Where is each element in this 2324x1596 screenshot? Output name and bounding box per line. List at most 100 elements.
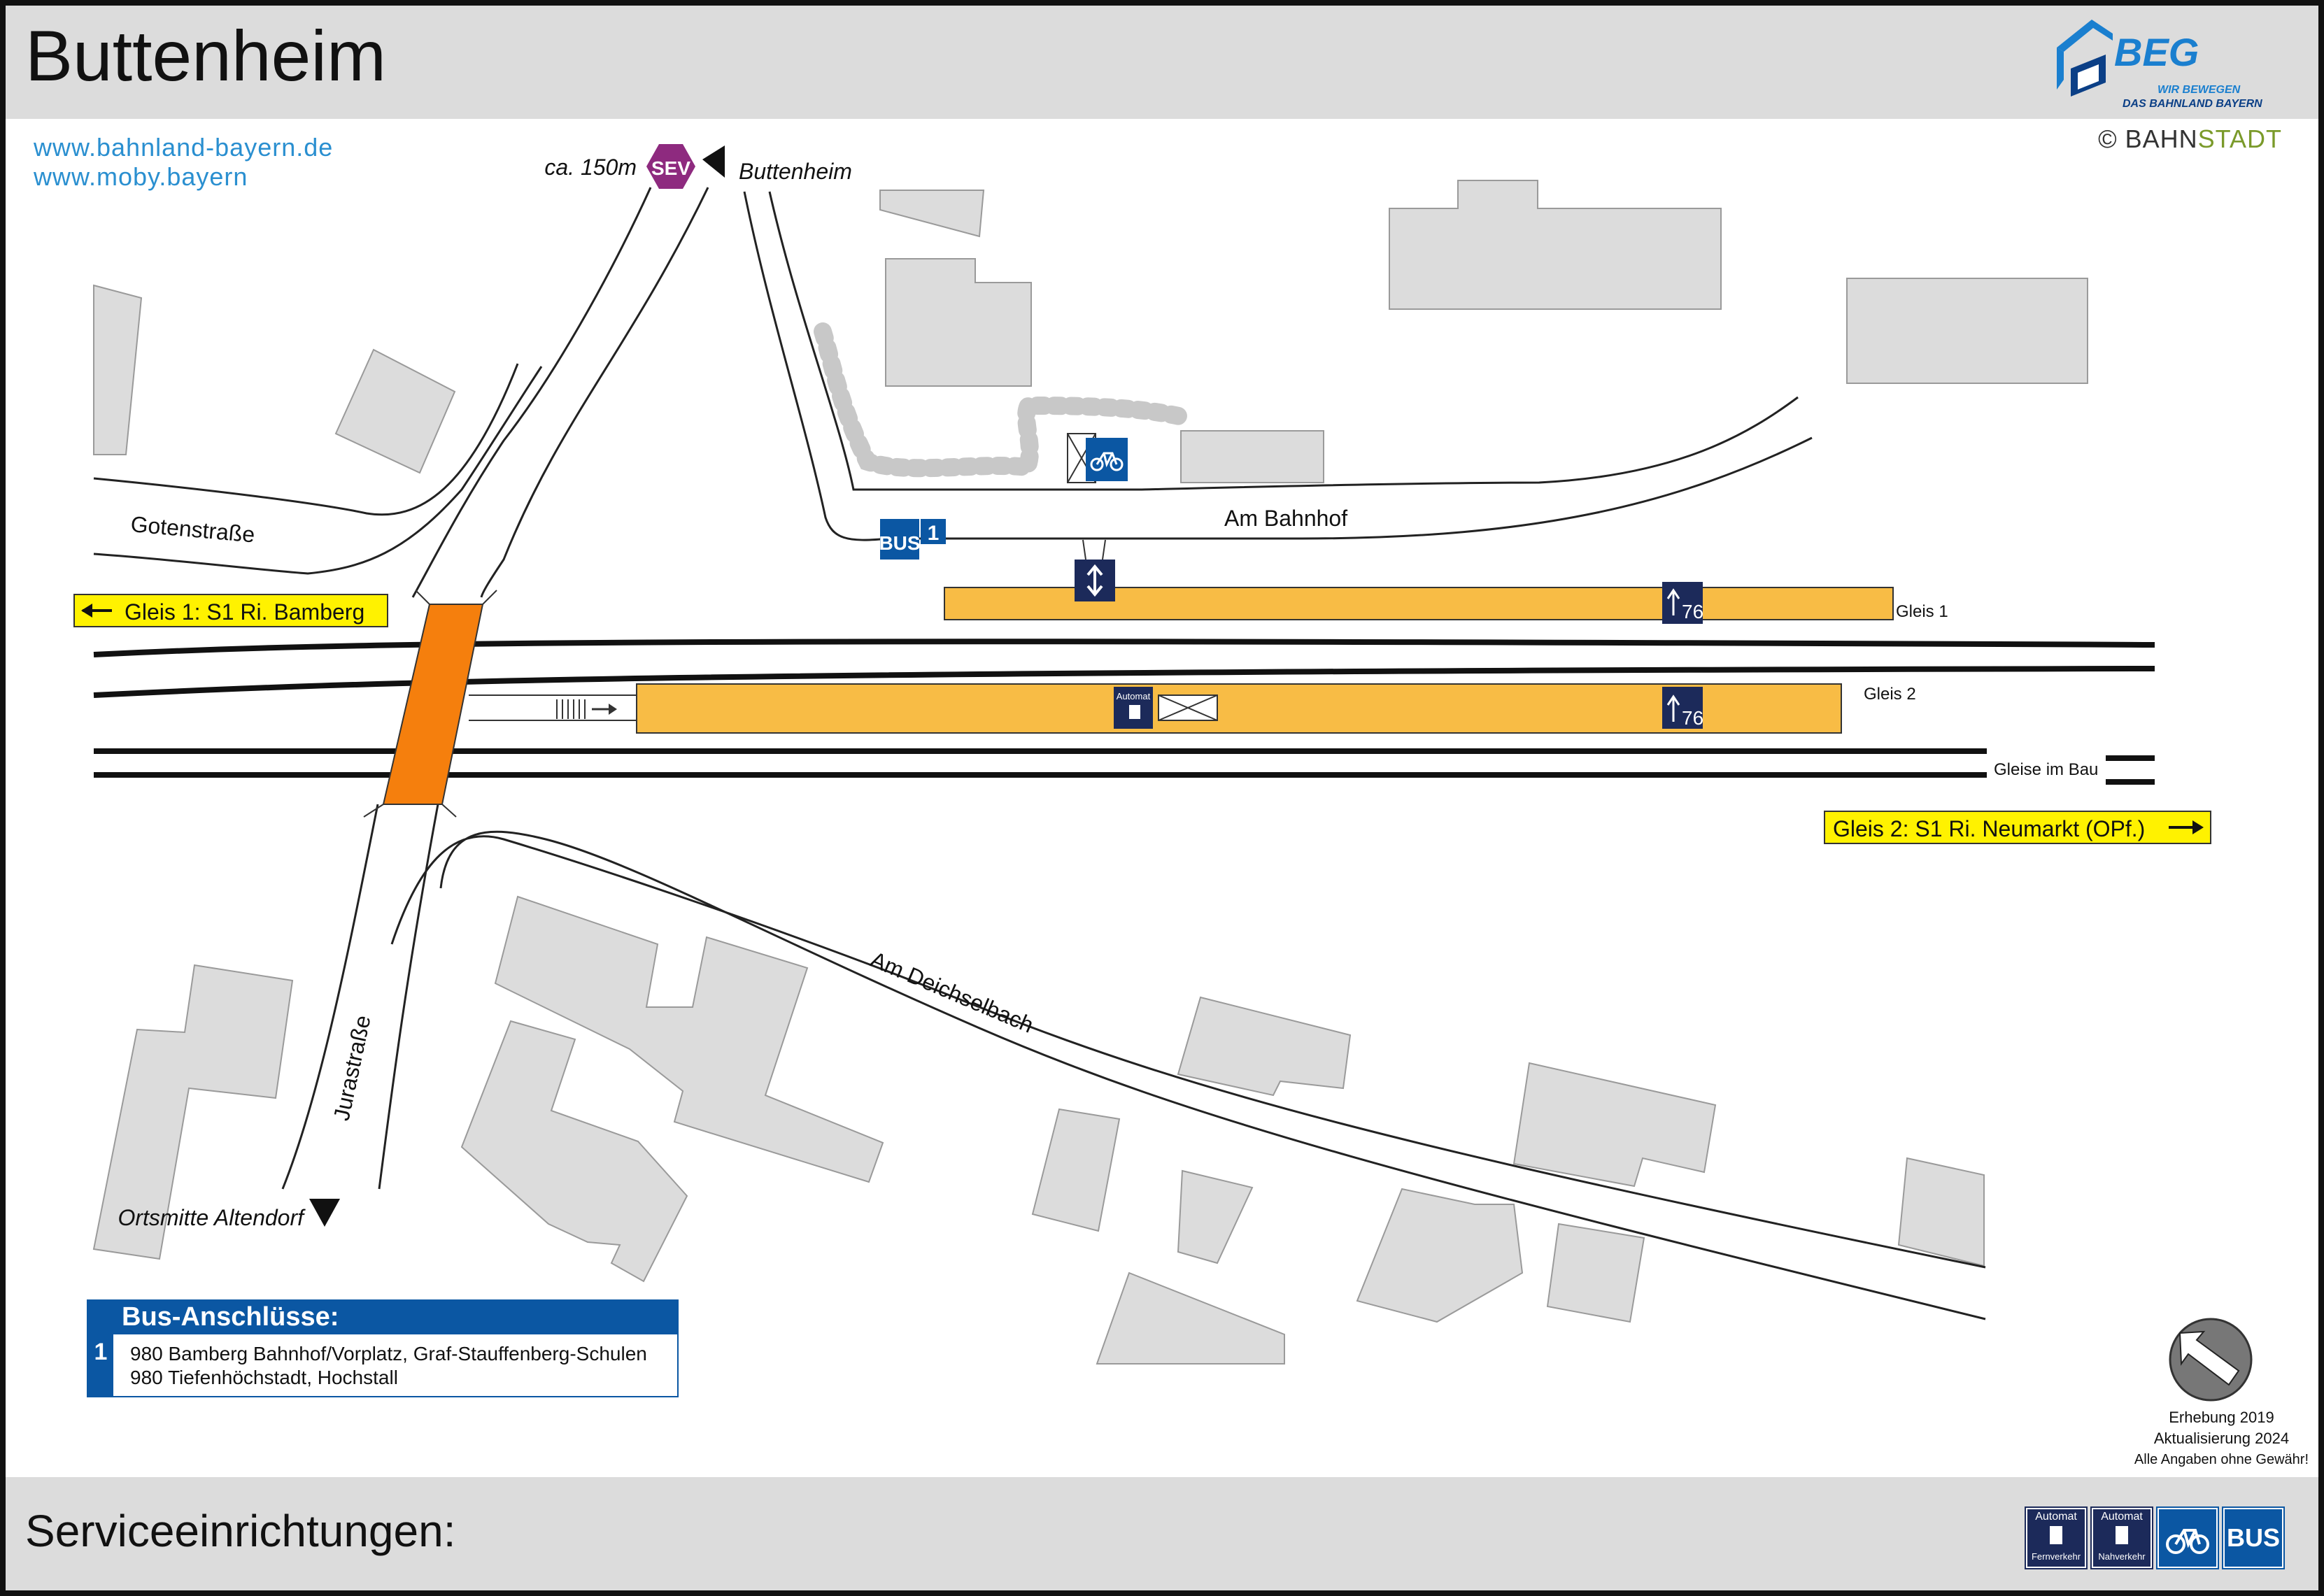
bus-connections-panel: Bus-Anschlüsse: 1 980 Bamberg Bahnhof/Vo… xyxy=(87,1299,679,1397)
platform2-access xyxy=(469,694,637,721)
service-label-bottom: Fernverkehr xyxy=(2031,1551,2081,1562)
beg-logo-icon xyxy=(2057,20,2113,97)
gleis2-label: Gleis 2 xyxy=(1864,685,1916,704)
platform-gleis2 xyxy=(636,683,1842,734)
road-edge xyxy=(93,366,543,575)
sign-gleis1-direction xyxy=(73,594,388,627)
building xyxy=(1846,278,2088,384)
building xyxy=(494,895,884,1183)
direction-arrow-north xyxy=(702,145,725,178)
building xyxy=(1177,1169,1254,1264)
street-jurastrasse: Jurastraße xyxy=(329,1013,376,1123)
link-moby[interactable]: www.moby.bayern xyxy=(34,162,248,191)
track-rail xyxy=(93,639,2155,657)
roads xyxy=(93,187,1986,1320)
road-edge xyxy=(768,191,1799,491)
beg-brand: BEG xyxy=(2114,30,2199,74)
beg-slogan-line1: WIR BEWEGEN xyxy=(2158,84,2241,96)
copyright: © BAHNSTADT xyxy=(2098,124,2282,154)
bus-connections-heading: Bus-Anschlüsse: xyxy=(122,1302,339,1332)
building xyxy=(1356,1188,1524,1323)
gleis2-direction-text: Gleis 2: S1 Ri. Neumarkt (OPf.) xyxy=(1833,816,2145,841)
road-edge xyxy=(439,830,1986,1320)
up-arrow-icon xyxy=(1666,588,1680,615)
service-label-bottom: Nahverkehr xyxy=(2098,1551,2146,1562)
road-edge xyxy=(390,835,1986,1269)
bridge-wingwall xyxy=(363,590,497,818)
gleise-im-bau-label: Gleise im Bau xyxy=(1994,760,2098,779)
building xyxy=(1897,1157,1985,1267)
bicycle-icon xyxy=(2166,1529,2209,1554)
survey-year: Erhebung 2019 xyxy=(2169,1409,2274,1426)
bicycle-icon xyxy=(1090,452,1124,471)
building xyxy=(460,1020,688,1283)
street-am-deichselbach: Am Deichselbach xyxy=(867,946,1037,1037)
bus-connections-header: Bus-Anschlüsse: xyxy=(88,1301,677,1334)
ticket-icon xyxy=(2050,1526,2062,1544)
footer-bar xyxy=(6,1477,2318,1590)
sign-gleis2-direction xyxy=(1824,811,2211,844)
service-label-top: Automat xyxy=(2101,1511,2143,1523)
building xyxy=(1512,1062,1717,1188)
street-gotenstrasse: Gotenstraße xyxy=(129,511,255,547)
bike-parking-icon xyxy=(1086,438,1128,481)
platform-height-value-1: 76 xyxy=(1682,601,1703,622)
sev-label: SEV xyxy=(651,157,690,179)
track-rail xyxy=(93,666,2155,698)
shelter-cross xyxy=(1158,694,1218,721)
update-year: Aktualisierung 2024 xyxy=(2153,1430,2290,1447)
arrow-left-head xyxy=(81,604,92,618)
gleis1-direction-text: Gleis 1: S1 Ri. Bamberg xyxy=(125,599,364,625)
building xyxy=(334,348,456,474)
building xyxy=(1180,430,1324,483)
building xyxy=(1031,1108,1121,1232)
building xyxy=(92,964,294,1260)
bus-stop-line: 1 xyxy=(928,522,940,545)
header-bar xyxy=(6,6,2318,119)
service-bus-icon: BUS xyxy=(2223,1508,2283,1568)
north-arrow-icon xyxy=(2169,1318,2253,1402)
road-edge xyxy=(281,804,379,1190)
arrow-right-head xyxy=(2192,820,2204,834)
platform-height-icon-2 xyxy=(1662,687,1703,729)
copyright-suffix: STADT xyxy=(2197,124,2282,153)
north-destination: Buttenheim xyxy=(739,159,852,184)
bus-line-number: 1 xyxy=(88,1334,113,1396)
building xyxy=(1096,1271,1285,1365)
road-edge xyxy=(743,191,1813,541)
credits: Erhebung 2019 Aktualisierung 2024 Alle A… xyxy=(2134,1407,2309,1470)
north-distance: ca. 150m xyxy=(544,155,637,180)
road-edge xyxy=(411,187,652,598)
bus-stop-icon xyxy=(880,519,919,560)
bus-stop-entry: 980 Tiefenhöchstadt, Hochstall xyxy=(130,1367,398,1388)
service-ticket-machine-long-distance-icon: Automat Fernverkehr xyxy=(2026,1508,2086,1568)
building xyxy=(93,284,143,455)
road-edge xyxy=(378,804,439,1190)
service-label-top: Automat xyxy=(2035,1511,2077,1523)
bus-stop-label: BUS xyxy=(879,532,920,554)
hedge xyxy=(814,322,1191,478)
south-destination: Ortsmitte Altendorf xyxy=(118,1205,306,1230)
beg-slogan-line2: DAS BAHNLAND BAYERN xyxy=(2123,98,2262,110)
ticket-machine-label: Automat xyxy=(1117,691,1151,701)
stairs-icon xyxy=(556,699,617,719)
building xyxy=(885,258,1032,387)
service-ticket-machine-regional-icon: Automat Nahverkehr xyxy=(2092,1508,2152,1568)
ticket-icon xyxy=(1129,705,1140,719)
link-bahnland[interactable]: www.bahnland-bayern.de xyxy=(34,133,334,162)
buildings xyxy=(92,180,2088,1365)
building xyxy=(1177,996,1352,1097)
road-edge xyxy=(93,363,519,516)
up-down-arrow-icon xyxy=(1086,564,1103,597)
building xyxy=(879,190,985,238)
direction-arrow-south xyxy=(309,1199,340,1227)
ramp-connector xyxy=(1082,539,1106,560)
building xyxy=(1546,1223,1645,1323)
service-bus-label: BUS xyxy=(2226,1523,2280,1552)
bus-stop-entry: 980 Bamberg Bahnhof/Vorplatz, Graf-Stauf… xyxy=(130,1343,647,1365)
service-title: Serviceeinrichtungen: xyxy=(25,1506,456,1556)
street-am-bahnhof: Am Bahnhof xyxy=(1224,506,1347,531)
station-title: Buttenheim xyxy=(25,16,386,96)
